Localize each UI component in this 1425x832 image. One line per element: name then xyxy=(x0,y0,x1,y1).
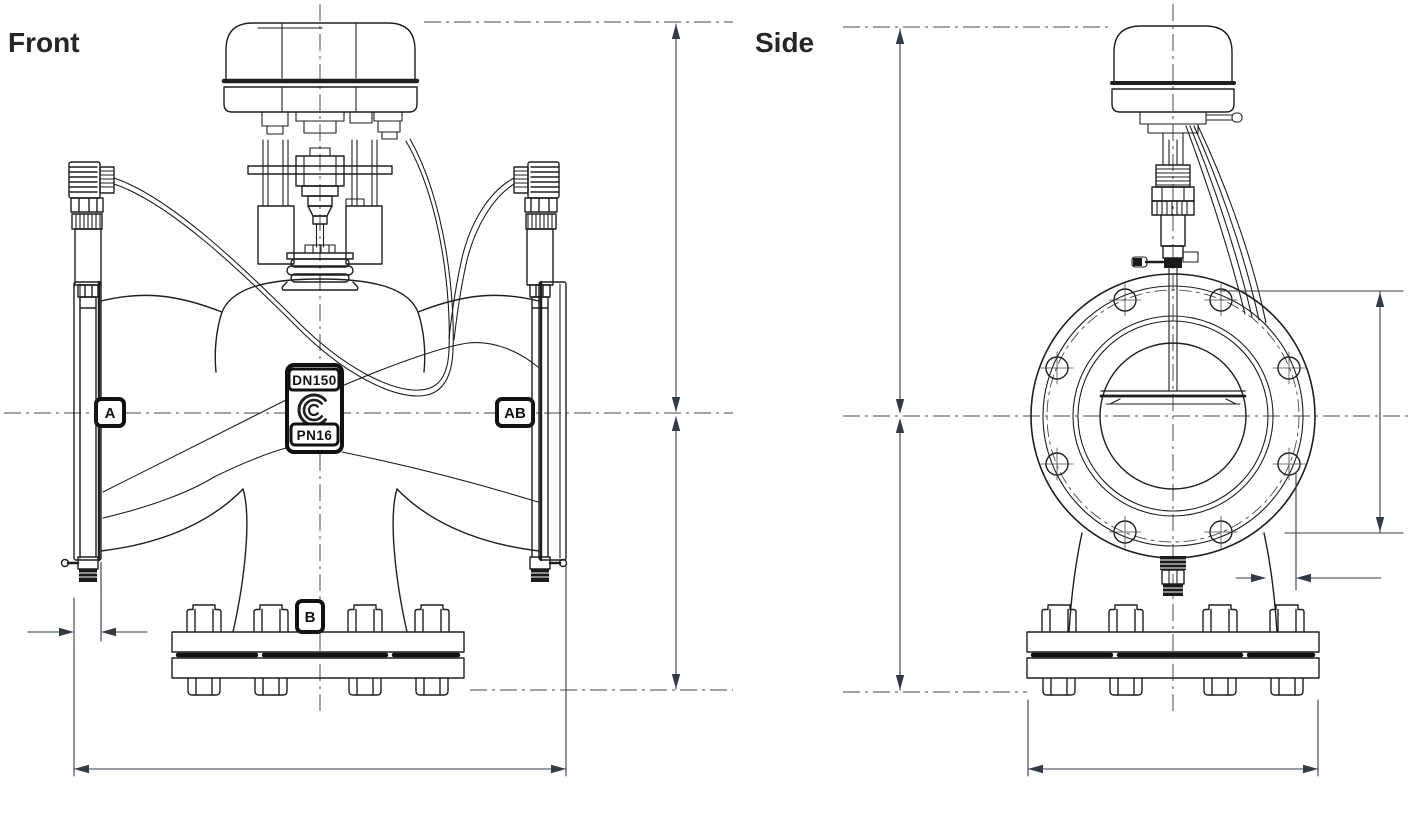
side-lever-left xyxy=(1131,256,1148,268)
yoke-rods xyxy=(262,139,378,207)
dn-size-box xyxy=(287,367,341,392)
valve-plug-through-bore xyxy=(1099,267,1247,405)
casting-edge-1 xyxy=(102,399,287,493)
cable-left-1 xyxy=(113,140,450,391)
port-b-label: B xyxy=(305,609,316,626)
drain-plug xyxy=(1159,556,1187,596)
body-bottom-right-edge xyxy=(396,488,540,552)
dn-size-label: DN150 xyxy=(292,373,337,388)
pn-rating-box xyxy=(289,422,340,447)
casting-edge-5 xyxy=(341,451,539,503)
body-top-left-edge xyxy=(100,294,223,313)
actuator-side xyxy=(1110,25,1243,268)
yoke-assembly xyxy=(247,139,393,291)
bolt-circle-dimension xyxy=(1219,290,1404,534)
front-view-label: Front xyxy=(8,27,80,58)
raised-face-inner xyxy=(1077,320,1269,512)
stem-column-side xyxy=(1162,132,1184,166)
dome-skirt-left xyxy=(214,311,223,373)
front-dimensions xyxy=(27,23,681,777)
crossbar xyxy=(247,165,393,175)
casting-edge-3 xyxy=(102,476,215,519)
nameplate: DN150 PN16 xyxy=(285,363,344,454)
side-view: Side xyxy=(755,4,1412,777)
side-view-label: Side xyxy=(755,27,814,58)
width-dimension-side xyxy=(1027,699,1319,777)
port-a-label: A xyxy=(105,405,116,422)
actuator-front xyxy=(221,22,420,140)
raised-face-outer xyxy=(1072,315,1274,517)
bore-circle xyxy=(1099,342,1247,490)
front-centerlines xyxy=(4,4,733,714)
actuator-dome-side xyxy=(1113,25,1233,82)
body-neck-left xyxy=(232,488,248,633)
port-ab-label: AB xyxy=(504,405,526,422)
flange-rim-circle xyxy=(1042,285,1304,547)
bonnet-dome xyxy=(221,278,419,313)
cable-right-1 xyxy=(448,177,515,339)
bonnet-bellows xyxy=(281,244,359,291)
side-centerlines xyxy=(843,4,1412,714)
pressure-sensor-left xyxy=(60,160,116,584)
sensor-cables-front xyxy=(113,138,515,397)
casting-edge-2 xyxy=(341,341,539,387)
pn-rating-label: PN16 xyxy=(297,428,333,443)
actuator-dome xyxy=(225,22,416,80)
flange-right xyxy=(538,280,567,562)
offset-dimension xyxy=(1235,471,1382,591)
body-neck-side xyxy=(1068,532,1278,633)
cable-gland xyxy=(373,111,403,122)
body-neck-right xyxy=(392,488,408,633)
cable-right-2 xyxy=(453,183,515,341)
yoke-tab xyxy=(345,198,365,207)
dome-skirt-right xyxy=(417,311,426,373)
yoke-post-left xyxy=(257,205,295,265)
flange-thickness-dimension xyxy=(27,561,148,777)
body-bottom-left-edge xyxy=(100,488,244,552)
casting-edge-4 xyxy=(213,447,287,478)
flange-circle xyxy=(1030,267,1316,559)
port-ab-box xyxy=(495,397,535,428)
cable-bundle-side xyxy=(1185,125,1267,324)
valve-body-front xyxy=(100,278,540,633)
side-dimensions xyxy=(895,28,1404,777)
yoke-post-right xyxy=(345,205,383,265)
cable-left-2 xyxy=(113,138,454,397)
body-top-right-edge xyxy=(417,294,540,313)
stem-through-bore xyxy=(1168,267,1178,392)
actuator-panel-lines xyxy=(257,23,357,112)
bolt-circle xyxy=(1046,289,1300,543)
side-lever-right xyxy=(1231,112,1243,123)
valve-stem xyxy=(315,223,325,248)
actuator-connectors xyxy=(261,111,403,140)
width-dimension-front xyxy=(73,565,567,777)
front-view: Front xyxy=(4,4,733,777)
